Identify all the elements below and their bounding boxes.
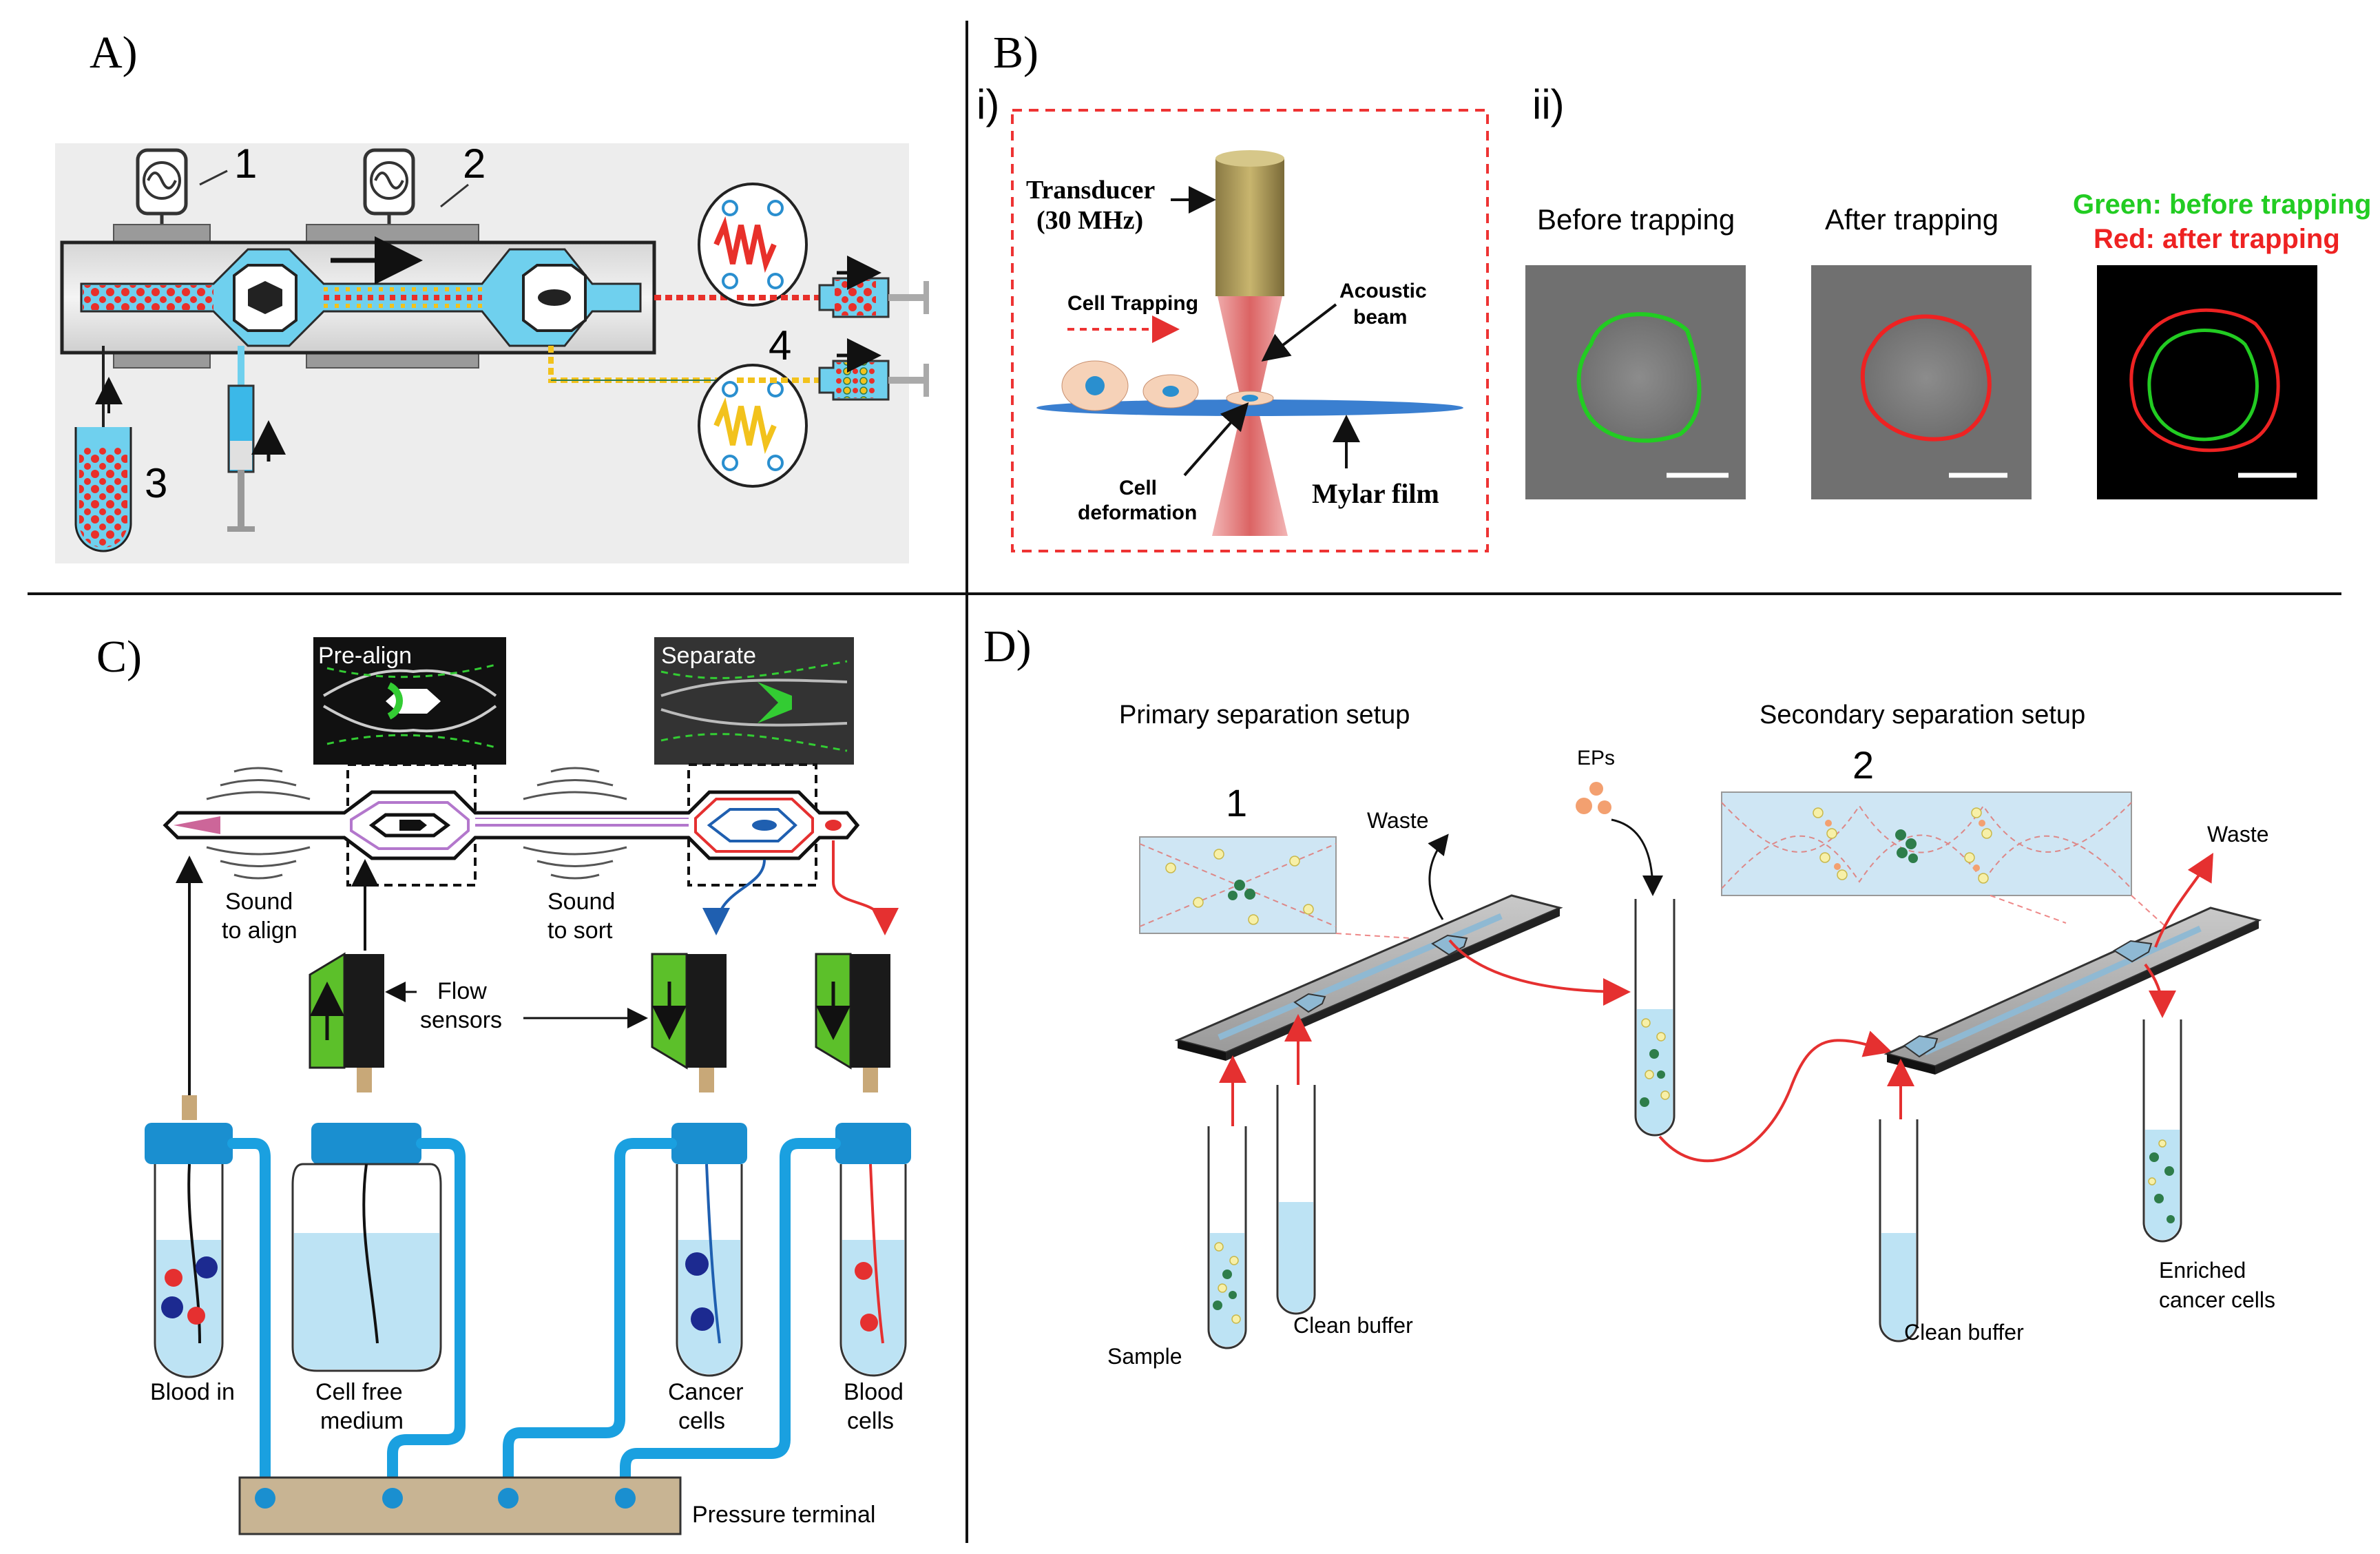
panel-b-label: B): [993, 28, 1038, 78]
number-1: 1: [1226, 781, 1247, 825]
test-tube-icon: [835, 1123, 911, 1377]
cell-trapping-label: Cell Trapping: [1067, 292, 1198, 315]
transducer: [1215, 158, 1284, 296]
panel-c: C) Pre-align Separate: [96, 632, 911, 1535]
signal-generator-icon: [363, 148, 415, 227]
test-tube-icon: [1207, 1126, 1247, 1349]
flow-sensor-icon: [815, 953, 890, 1070]
schematic-frame: [1011, 109, 1489, 552]
coil-red: [698, 183, 808, 307]
pressure-terminal-label: Pressure terminal: [692, 1502, 875, 1528]
separate-inset: [654, 637, 854, 765]
sound-sort-label-1: Sound: [547, 889, 615, 915]
sound-align-label-2: to align: [222, 918, 298, 944]
flow-sensors-label-1: Flow: [437, 978, 487, 1004]
panel-b-sub-i: i): [977, 81, 999, 127]
clean-buffer-label-1: Clean buffer: [1293, 1313, 1413, 1338]
blood-cells-label-1: Blood: [844, 1379, 904, 1405]
panel-d-label: D): [983, 621, 1032, 672]
transducer-label-1: Transducer: [1026, 176, 1155, 205]
flow-sensor-icon: [651, 953, 727, 1070]
clean-buffer-label-2: Clean buffer: [1904, 1320, 2024, 1345]
before-trapping-title: Before trapping: [1537, 203, 1735, 236]
sound-sort-label-2: to sort: [547, 918, 613, 944]
test-tube-icon: [671, 1123, 747, 1377]
prealign-label: Pre-align: [318, 643, 412, 669]
syringe-icon: [227, 346, 286, 532]
test-tube-icon: [1634, 899, 1676, 1137]
inset-secondary: [1721, 791, 2132, 896]
pressure-terminal: [238, 1476, 682, 1535]
panel-d: D) Primary separation setup Secondary se…: [983, 621, 2275, 1369]
overlay-image: [2097, 265, 2317, 499]
secondary-setup-title: Secondary separation setup: [1760, 701, 2085, 729]
enriched-label-1: Enriched: [2159, 1258, 2246, 1283]
after-trapping-title: After trapping: [1825, 203, 1998, 236]
acoustic-label-2: beam: [1353, 306, 1407, 329]
sound-align-label-1: Sound: [225, 889, 293, 915]
test-tube-icon: [145, 1123, 233, 1378]
panel-a: A) 1 2: [55, 28, 929, 563]
cell-deformation-label-1: Cell: [1119, 477, 1157, 499]
coil-yellow: [698, 364, 808, 488]
separate-label: Separate: [661, 643, 756, 669]
cell-free-label-1: Cell free: [315, 1379, 403, 1405]
panel-b-sub-ii: ii): [1532, 81, 1565, 127]
test-tube-icon: [2142, 1019, 2182, 1243]
test-tube-icon: [1879, 1119, 1919, 1343]
flow-sensor-icon: [309, 952, 384, 1069]
test-tube-icon: [1276, 1085, 1316, 1315]
transducer-bottom-2: [306, 352, 479, 369]
waste-label-1: Waste: [1367, 808, 1429, 833]
acoustic-label-1: Acoustic: [1339, 280, 1427, 302]
legend-green: Green: before trapping: [2073, 189, 2371, 220]
label-1: 1: [234, 141, 257, 187]
sample-label: Sample: [1107, 1344, 1182, 1369]
primary-setup-title: Primary separation setup: [1119, 701, 1410, 729]
number-2: 2: [1852, 743, 1874, 787]
bottle-icon: [291, 1123, 442, 1372]
transducer-label-2: (30 MHz): [1036, 206, 1143, 235]
transducer-bottom-1: [113, 352, 211, 369]
transducer-top-1: [113, 224, 211, 245]
waste-label-2: Waste: [2207, 822, 2269, 847]
label-3: 3: [145, 460, 167, 506]
syringe-icon: [737, 256, 929, 318]
signal-generator-icon: [136, 148, 188, 227]
mylar-label: Mylar film: [1312, 478, 1439, 509]
panel-b: B) i) ii) Transducer (30 MHz) Cell Trapp…: [977, 28, 2371, 552]
label-4: 4: [769, 322, 791, 369]
syringe-icon: [737, 338, 929, 401]
panel-a-label: A): [90, 28, 138, 78]
flow-sensors-label-2: sensors: [420, 1007, 502, 1033]
panel-c-label: C): [96, 632, 142, 682]
cell-deformation-label-2: deformation: [1078, 501, 1197, 524]
cell-free-label-2: medium: [320, 1408, 404, 1434]
cancer-cells-label-2: cells: [678, 1408, 725, 1434]
enriched-label-2: cancer cells: [2159, 1287, 2275, 1312]
legend-red: Red: after trapping: [2094, 224, 2340, 254]
blood-cells-label-2: cells: [847, 1408, 894, 1434]
blood-in-label: Blood in: [150, 1379, 235, 1405]
eps-label: EPs: [1577, 747, 1615, 769]
test-tube-icon: [74, 346, 132, 552]
cancer-cells-label-1: Cancer: [668, 1379, 744, 1405]
mylar-film: [1036, 400, 1463, 416]
label-2: 2: [463, 141, 486, 187]
